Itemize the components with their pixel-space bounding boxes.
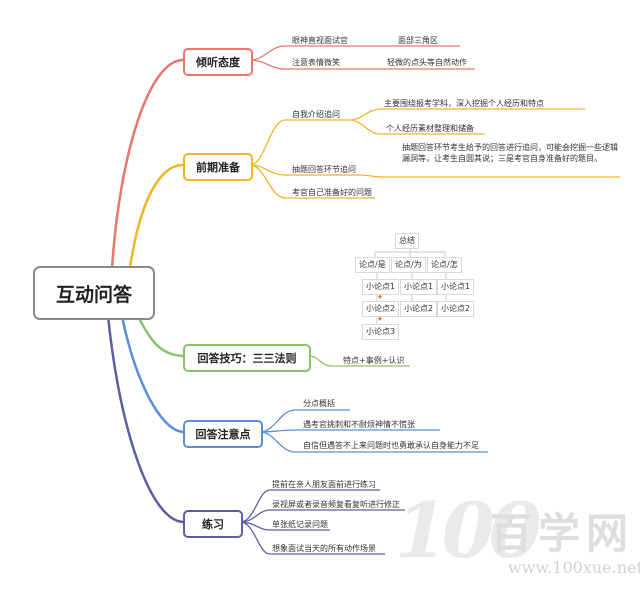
notes-item-3: 自信但遇答不上来问题时也勇敢承认自身能力不足 xyxy=(303,441,479,450)
sub-connector-prep-2 xyxy=(349,108,620,178)
prep-item-4: 抽题回答环节追问 xyxy=(292,165,356,174)
watermark-url: www.100xue.net xyxy=(508,558,640,577)
sub-connector-listen xyxy=(249,45,385,70)
skill-item-1: 特点+事例+认识 xyxy=(343,356,405,365)
branch-skill: 回答技巧：三三法则 xyxy=(183,344,311,372)
root-topic: 互动问答 xyxy=(33,266,155,320)
prep-item-5: 抽题回答环节考生给予的回答进行追问，可能会挖掘一些逻辑漏洞等，让考生自圆其说；三… xyxy=(402,143,618,163)
connector-notes xyxy=(120,315,184,434)
prep-item-6: 考官自己准备好的问题 xyxy=(292,188,372,197)
watermark-logo-number: 100 xyxy=(395,486,542,575)
branch-prep: 前期准备 xyxy=(183,153,253,181)
watermark-logo-text: 百学网 xyxy=(490,509,635,558)
connector-skill xyxy=(136,315,184,358)
listen-item-1: 眼神直视面试官 xyxy=(292,36,348,45)
sub-connector-notes xyxy=(259,409,488,453)
prep-item-2: 主要围绕报考学科，深入挖掘个人经历和特点 xyxy=(384,99,544,108)
logic-sub-1-3: 小论点3 xyxy=(362,324,400,340)
listen-item-3: 注意表情微笑 xyxy=(292,58,340,67)
logic-sub-1-2: 小论点2 xyxy=(362,301,400,317)
practice-item-2: 录视屏或者录音频复看复听进行修正 xyxy=(272,500,400,509)
practice-item-1: 提前在亲人朋友面前进行练习 xyxy=(272,480,376,489)
branch-notes: 回答注意点 xyxy=(183,420,263,448)
logic-sub-2-2: 小论点2 xyxy=(400,301,438,317)
notes-item-2: 遇考官挑刺和不耐烦神情不慌张 xyxy=(303,420,415,429)
connector-prep xyxy=(128,163,184,269)
branch-listen: 倾听态度 xyxy=(183,48,253,76)
practice-item-3: 单张纸记录问题 xyxy=(272,520,328,529)
sub-connector-skill xyxy=(307,355,410,367)
connector-listen xyxy=(110,58,184,269)
logic-sub-1-1: 小论点1 xyxy=(362,279,400,295)
listen-item-2: 面部三角区 xyxy=(398,36,438,45)
logic-summary: 总结 xyxy=(395,233,419,249)
connector-practice xyxy=(106,315,184,524)
logic-sub-2-1: 小论点1 xyxy=(400,279,438,295)
logic-sub-3-2: 小论点2 xyxy=(437,301,475,317)
sub-connector-practice xyxy=(239,489,405,555)
notes-item-1: 分点概括 xyxy=(303,399,335,408)
logic-point-2: 论点/为 xyxy=(391,257,426,273)
branch-practice: 练习 xyxy=(183,510,243,538)
sub-connector-listen-2 xyxy=(385,45,475,70)
logic-point-1: 论点/是 xyxy=(355,257,390,273)
sub-connector-prep xyxy=(249,119,375,199)
logic-point-3: 论点/怎 xyxy=(427,257,462,273)
practice-item-4: 想象面试当天的所有动作场景 xyxy=(272,544,376,553)
logic-sub-3-1: 小论点1 xyxy=(437,279,475,295)
prep-item-3: 个人经历素材整理和储备 xyxy=(386,124,474,133)
listen-item-4: 轻微的点头等自然动作 xyxy=(387,58,467,67)
prep-item-1: 自我介绍追问 xyxy=(292,110,340,119)
